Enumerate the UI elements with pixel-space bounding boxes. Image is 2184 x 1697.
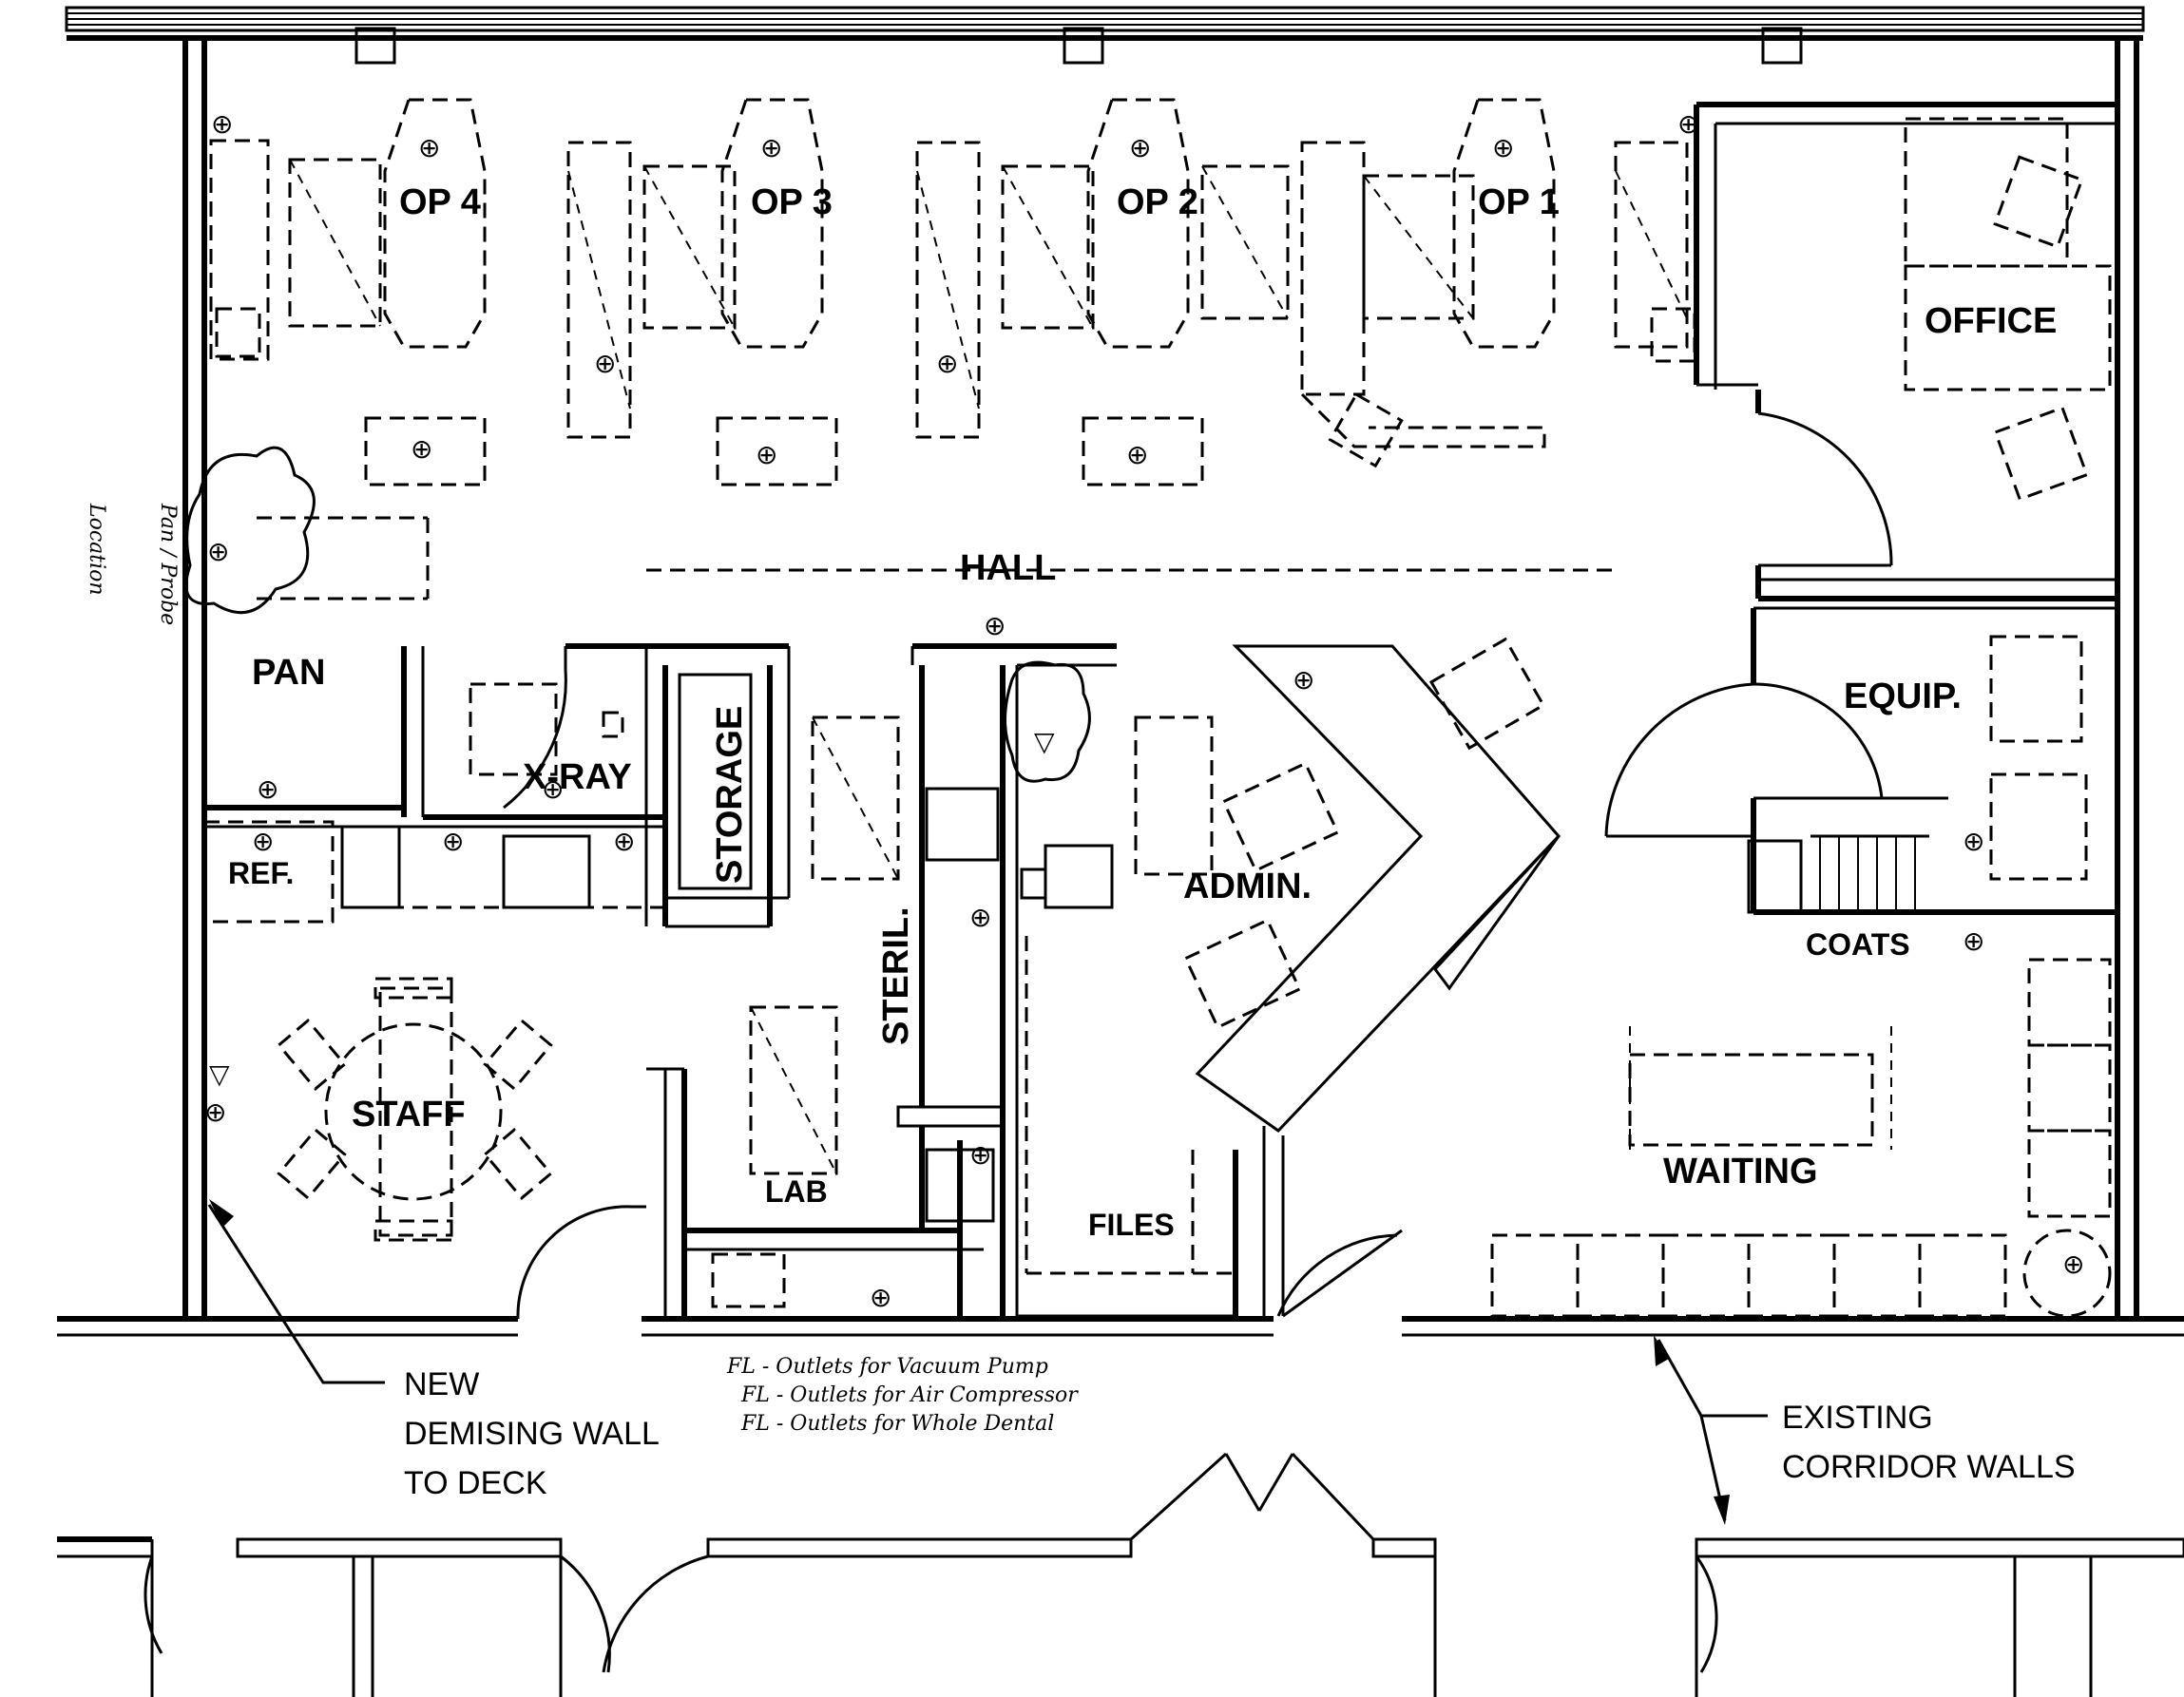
pan-area <box>184 446 1616 783</box>
outlet-icon: ⊕ <box>984 610 1006 641</box>
outlet-icon: ⊕ <box>1293 664 1314 696</box>
room-label-staff: STAFF <box>352 1095 466 1135</box>
callout-new-wall: NEW DEMISING WALL TO DECK <box>207 1199 660 1501</box>
existing-corridor <box>57 1452 2184 1697</box>
room-label-coats: COATS <box>1806 927 1910 962</box>
room-labels: OP 4 OP 3 OP 2 OP 1 OFFICE HALL PAN X-RA… <box>228 182 2057 1242</box>
staff-table <box>277 977 553 1242</box>
room-label-admin: ADMIN. <box>1183 867 1312 906</box>
callout-existing-line1: EXISTING <box>1782 1400 1933 1436</box>
room-label-ref: REF. <box>228 856 294 890</box>
outlet-icon: ⊕ <box>204 1096 226 1128</box>
outlet-icon: ⊕ <box>1129 132 1151 163</box>
admin-desk <box>1134 637 1561 1318</box>
outlet-icon: ⊕ <box>1126 439 1148 470</box>
room-label-pan: PAN <box>252 653 325 693</box>
waiting-furniture <box>1490 958 2112 1318</box>
steril-lab-files <box>516 643 1238 1320</box>
outlet-icon: ⊕ <box>257 773 278 805</box>
outlet-icon: ⊕ <box>1492 132 1514 163</box>
outlet-icon: ⊕ <box>442 826 464 857</box>
outlet-icon: ⊕ <box>1963 826 1984 857</box>
room-label-files: FILES <box>1088 1208 1175 1242</box>
outlet-icon: ⊕ <box>870 1282 891 1313</box>
phone-icon: ▽ <box>1034 726 1055 757</box>
callout-new-wall-line1: NEW <box>404 1366 479 1402</box>
outlet-icon: ⊕ <box>936 348 958 379</box>
phone-icon: ▽ <box>209 1058 230 1090</box>
outlet-icon: ⊕ <box>969 902 991 933</box>
room-label-storage: STORAGE <box>710 706 750 884</box>
outlet-icon: ⊕ <box>418 132 440 163</box>
room-label-op2: OP 2 <box>1117 182 1198 222</box>
outlet-icon: ⊕ <box>594 348 616 379</box>
room-label-op1: OP 1 <box>1478 182 1560 222</box>
outlet-icon: ⊕ <box>756 439 777 470</box>
outlet-icon: ⊕ <box>613 826 635 857</box>
outlet-icon: ⊕ <box>411 433 432 465</box>
callout-new-wall-line2: DEMISING WALL <box>404 1416 660 1452</box>
outlet-icon: ⊕ <box>760 132 782 163</box>
room-label-office: OFFICE <box>1925 301 2057 341</box>
device-symbols: ⊕ ⊕ ⊕ ⊕ ⊕ ⊕ ⊕ ⊕ ⊕ ⊕ ⊕ ⊕ ⊕ ⊕ ⊕ ⊕ ⊕ ⊕ ⊕ ⊕ … <box>204 108 2084 1313</box>
room-label-waiting: WAITING <box>1663 1152 1818 1192</box>
coat-rack <box>1810 834 1929 914</box>
room-label-equip: EQUIP. <box>1844 677 1962 716</box>
room-label-lab: LAB <box>765 1174 828 1209</box>
outlet-icon: ⊕ <box>969 1139 991 1171</box>
outlet-icon: ⊕ <box>211 108 233 140</box>
callout-existing-walls: EXISTING CORRIDOR WALLS <box>1654 1335 2076 1525</box>
outlet-icon: ⊕ <box>252 826 274 857</box>
operatory-cabinets <box>209 98 1696 486</box>
xray-storage-block <box>202 643 900 928</box>
room-label-xray: X-RAY <box>523 757 632 797</box>
callout-existing-line2: CORRIDOR WALLS <box>1782 1449 2076 1485</box>
equip-coats-walls <box>1604 606 2117 915</box>
handwritten-notes: Pan / Probe Location FL - Outlets for Va… <box>85 503 1079 1436</box>
handwritten-legend-1: FL - Outlets for Vacuum Pump <box>726 1355 1048 1379</box>
handwritten-pan-location-2: Location <box>85 503 108 596</box>
room-label-op3: OP 3 <box>751 182 833 222</box>
office-walls <box>1694 102 2117 601</box>
handwritten-legend-3: FL - Outlets for Whole Dental <box>740 1412 1054 1436</box>
room-label-op4: OP 4 <box>399 182 481 222</box>
handwritten-legend-2: FL - Outlets for Air Compressor <box>740 1383 1079 1407</box>
callout-new-wall-line3: TO DECK <box>404 1465 547 1501</box>
outlet-icon: ⊕ <box>2062 1249 2084 1280</box>
handwritten-pan-location-1: Pan / Probe <box>156 503 180 625</box>
outlet-icon: ⊕ <box>1963 925 1984 957</box>
exterior-walls <box>57 6 2184 1337</box>
outlet-icon: ⊕ <box>542 773 564 805</box>
room-label-hall: HALL <box>960 548 1056 588</box>
outlet-icon: ⊕ <box>207 536 229 567</box>
room-label-steril: STERIL. <box>876 906 916 1045</box>
outlet-icon: ⊕ <box>1677 108 1699 140</box>
